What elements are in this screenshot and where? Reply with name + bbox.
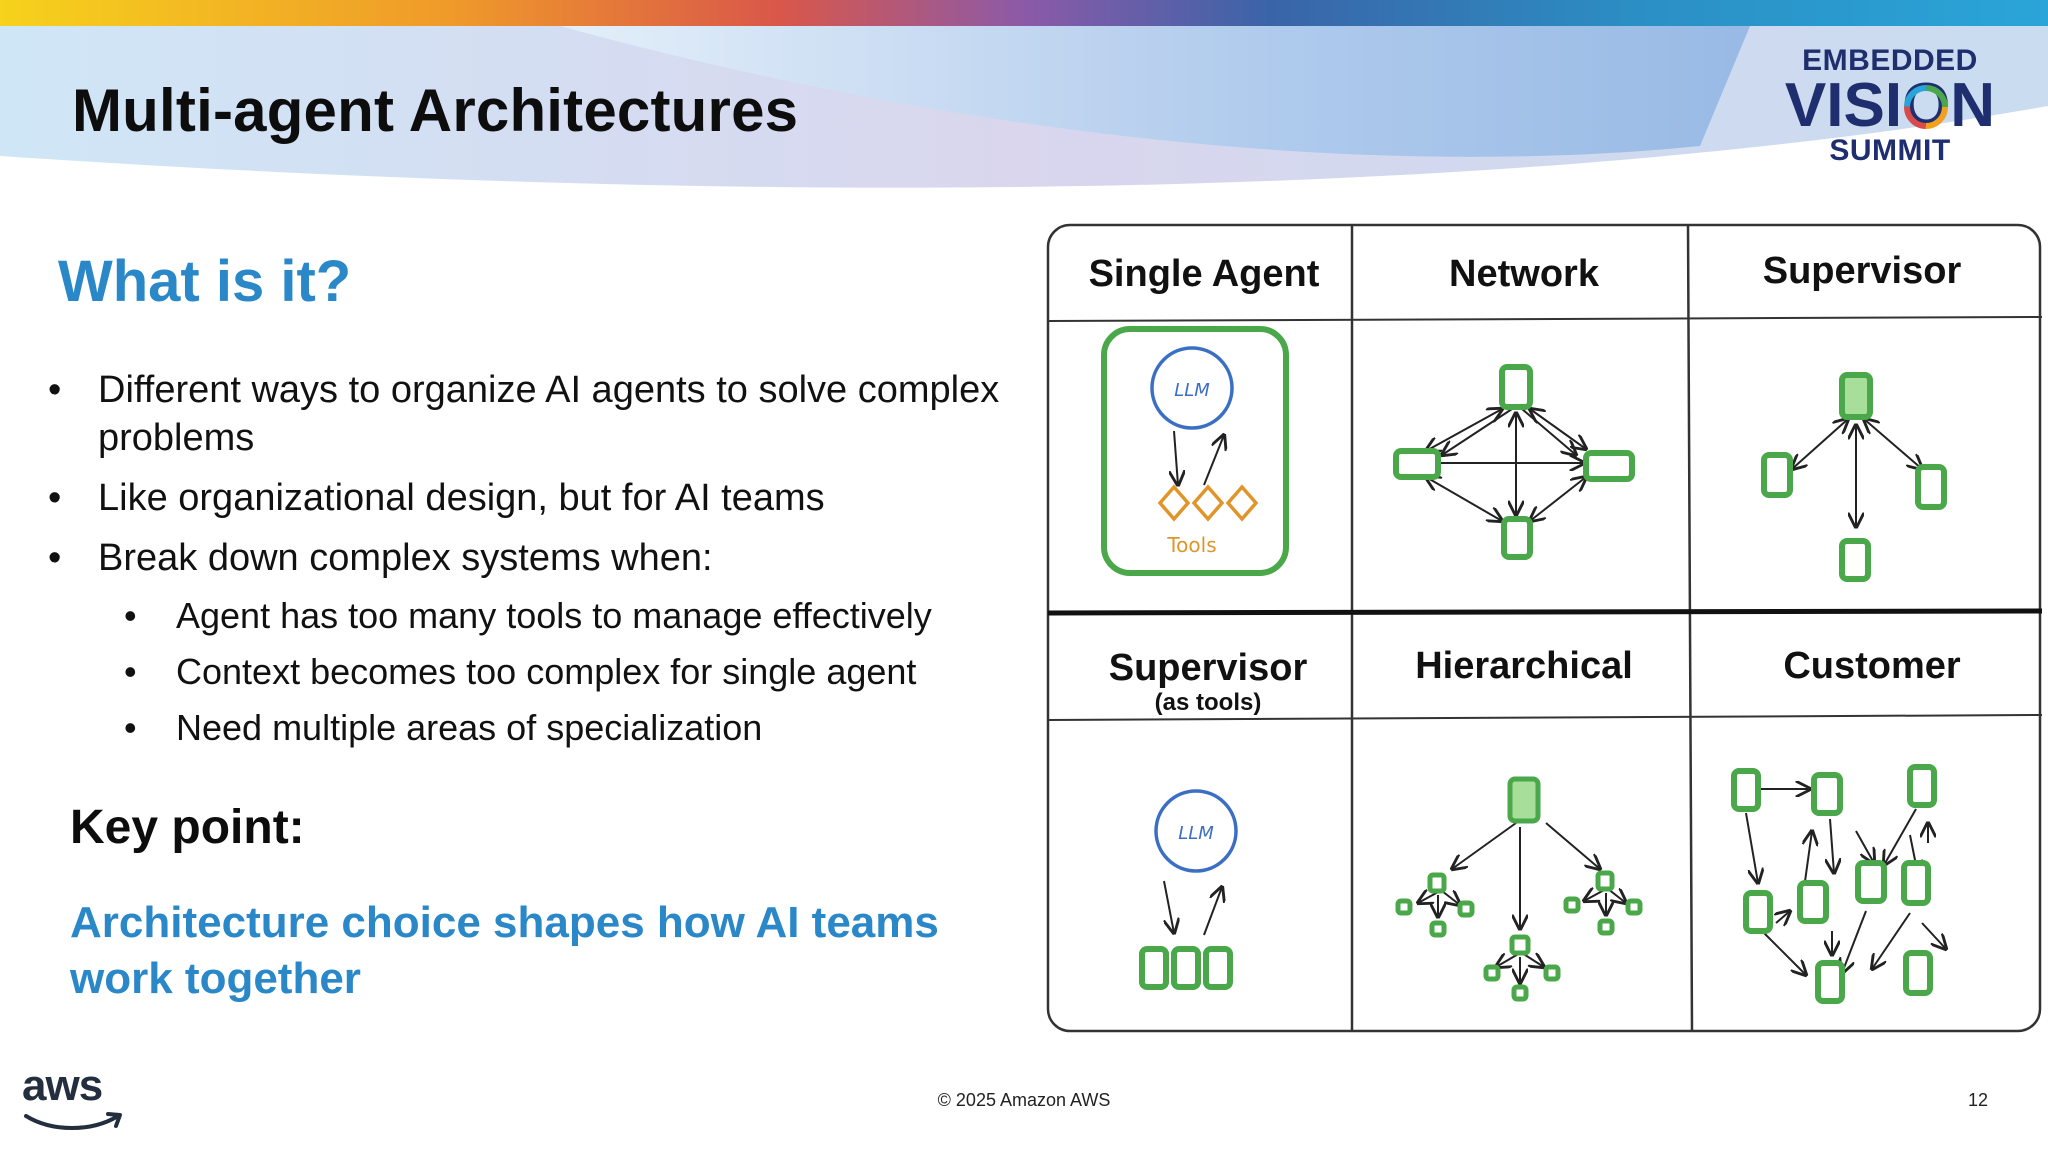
tools-label: Tools <box>1166 533 1216 557</box>
logo-ring-icon <box>1904 85 1948 129</box>
sub-bullet-item: Need multiple areas of specialization <box>48 706 1008 750</box>
llm-label-2: LLM <box>1178 823 1214 844</box>
bullet-list: Different ways to organize AI agents to … <box>48 366 1008 762</box>
llm-label: LLM <box>1174 380 1210 401</box>
cell-title-network: Network <box>1449 253 1600 295</box>
aws-wordmark: aws <box>22 1061 103 1110</box>
logo-line-1: EMBEDDED <box>1802 44 1978 77</box>
bullet-item: Break down complex systems when: <box>48 534 1008 582</box>
network-diagram <box>1422 409 1586 521</box>
supervisor-nodes <box>1761 372 1947 582</box>
section-heading: What is it? <box>58 249 352 314</box>
aws-logo: aws <box>22 1064 132 1140</box>
header-banner <box>0 26 2048 226</box>
aws-smile-icon <box>24 1112 122 1130</box>
cell-title-supervisor-tools: Supervisor <box>1109 647 1308 689</box>
page-number: 12 <box>1967 1090 1988 1110</box>
customer-nodes <box>1731 764 1937 1004</box>
cell-subtitle-as-tools: (as tools) <box>1155 689 1262 716</box>
logo-line-3: SUMMIT <box>1829 134 1951 167</box>
copyright-footer: © 2025 Amazon AWS <box>937 1090 1111 1110</box>
key-point-text: Architecture choice shapes how AI teams … <box>70 898 939 1003</box>
embedded-vision-summit-logo: EMBEDDED VISION SUMMIT <box>1770 44 2010 174</box>
supervisor-diagram <box>1792 419 1922 527</box>
bullet-item: Like organizational design, but for AI t… <box>48 474 1008 522</box>
top-gradient-bar <box>0 0 2048 26</box>
logo-line-2: VISION <box>1784 71 1996 140</box>
single-agent-diagram: LLM Tools <box>1101 326 1289 576</box>
architecture-diagram: Single Agent Network Supervisor Supervis… <box>1046 223 2043 1033</box>
bullet-item: Different ways to organize AI agents to … <box>48 366 1008 462</box>
network-nodes <box>1393 364 1635 560</box>
slide-title: Multi-agent Architectures <box>72 77 799 144</box>
cell-title-supervisor: Supervisor <box>1763 250 1962 292</box>
cell-title-single-agent: Single Agent <box>1089 253 1320 295</box>
sub-bullet-item: Agent has too many tools to manage effec… <box>48 594 1008 638</box>
cell-title-hierarchical: Hierarchical <box>1415 645 1633 687</box>
diagram-frame <box>1046 223 2042 1033</box>
sub-bullet-item: Context becomes too complex for single a… <box>48 650 1008 694</box>
supervisor-tools-diagram: LLM <box>1139 789 1238 990</box>
hierarchical-nodes <box>1395 776 1643 1002</box>
cell-title-customer: Customer <box>1783 645 1961 687</box>
key-point-heading: Key point: <box>70 801 305 854</box>
